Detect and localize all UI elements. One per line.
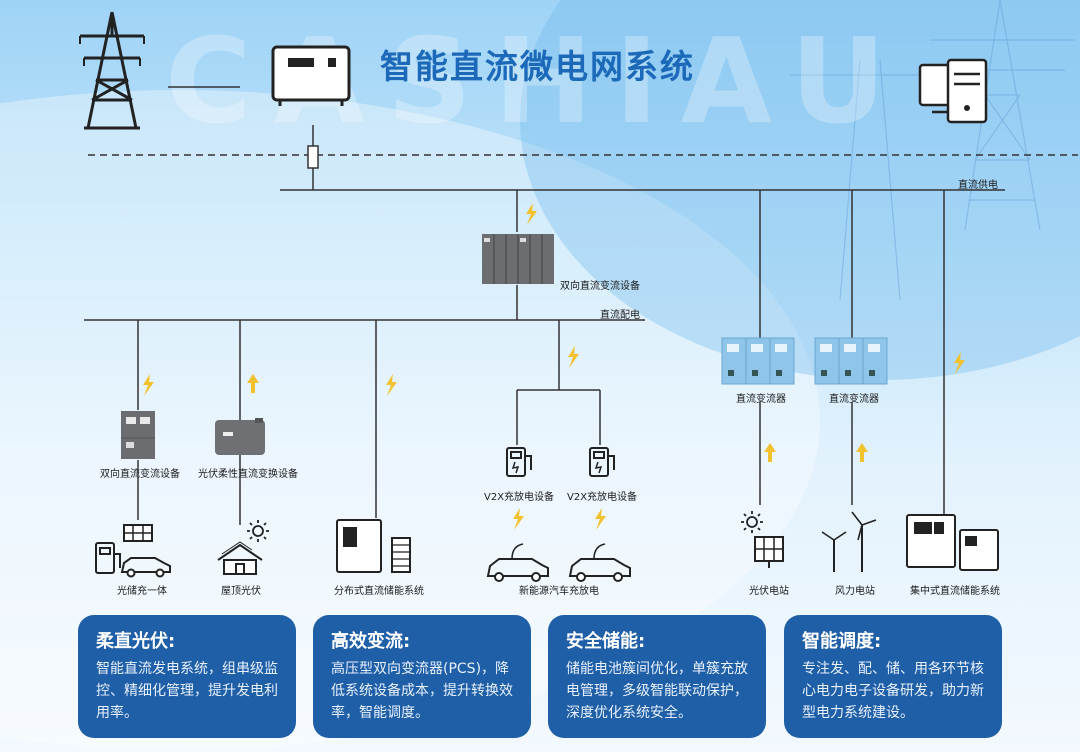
card-body: 高压型双向变流器(PCS)，降低系统设备成本，提升转换效率，智能调度。 — [331, 661, 513, 721]
lightning-bolt-icon — [568, 346, 579, 368]
card-body: 专注发、配、储、用各环节核心电力电子设备研发，助力新型电力系统建设。 — [802, 661, 984, 721]
lightning-bolt-icon — [513, 508, 524, 530]
ev-car-icon — [120, 557, 171, 578]
v2x-charger-label: V2X充放电设备 — [484, 492, 555, 503]
main-converter-label: 双向直流变流设备 — [560, 281, 640, 292]
battery-cabinet-icon — [336, 519, 411, 573]
v2x-charger-label: V2X充放电设备 — [567, 492, 638, 503]
charger-icon — [506, 447, 532, 477]
endpoint-label: 光伏电站 — [749, 586, 789, 597]
ev-car-icon — [568, 543, 631, 582]
sun-icon — [741, 511, 763, 533]
house-icon — [217, 541, 263, 575]
dc-converter-cabinet-icon — [721, 337, 795, 385]
arrow-up-icon — [764, 443, 776, 462]
dc-converter-label: 直流变流器 — [736, 394, 786, 405]
card-title: 安全储能: — [566, 631, 646, 652]
lightning-bolt-icon — [526, 203, 537, 225]
card-body: 储能电池簇间优化，单簇充放电管理，多级智能联动保护，深度优化系统安全。 — [566, 661, 748, 721]
endpoint-label: 光储充一体 — [117, 586, 167, 597]
endpoint-label: 新能源汽车充放电 — [519, 586, 599, 597]
feature-card-dispatch: 智能调度: 专注发、配、储、用各环节核心电力电子设备研发，助力新型电力系统建设。 — [784, 615, 1002, 738]
computer-server-icon — [918, 58, 988, 124]
solar-panel-icon — [754, 536, 784, 568]
wind-turbine-icon — [821, 511, 877, 572]
dc-supply-bus-label: 直流供电 — [958, 180, 998, 191]
card-title: 智能调度: — [802, 631, 882, 652]
transformer-icon — [271, 45, 351, 106]
endpoint-label: 屋顶光伏 — [221, 586, 261, 597]
card-body: 智能直流发电系统，组串级监控、精细化管理，提升发电利用率。 — [96, 661, 278, 721]
page-title: 智能直流微电网系统 — [380, 47, 695, 86]
transmission-tower-icon — [79, 11, 145, 130]
endpoint-label: 风力电站 — [835, 586, 875, 597]
endpoint-label: 集中式直流储能系统 — [910, 586, 1000, 597]
feature-card-storage: 安全储能: 储能电池簇间优化，单簇充放电管理，多级智能联动保护，深度优化系统安全… — [548, 615, 766, 738]
charger-icon — [95, 542, 121, 574]
dc-converter-label: 直流变流器 — [829, 394, 879, 405]
pv-converter-label: 光伏柔性直流变换设备 — [198, 469, 298, 480]
ev-car-icon — [486, 543, 549, 582]
lightning-bolt-icon — [954, 352, 965, 374]
card-title: 高效变流: — [331, 631, 411, 652]
arrow-up-icon — [856, 443, 868, 462]
dc-distribution-bus-label: 直流配电 — [600, 310, 640, 321]
charger-icon — [589, 447, 615, 477]
lightning-bolt-icon — [143, 374, 154, 396]
main-converter-cabinet — [482, 234, 554, 284]
lightning-bolt-icon — [595, 508, 606, 530]
endpoint-label: 分布式直流储能系统 — [334, 586, 424, 597]
feature-card-pv: 柔直光伏: 智能直流发电系统，组串级监控、精细化管理，提升发电利用率。 — [78, 615, 296, 738]
battery-cabinet-icon — [906, 514, 999, 571]
solar-panel-icon — [123, 524, 153, 542]
sun-icon — [247, 520, 269, 542]
dc-converter-cabinet-icon — [814, 337, 888, 385]
card-title: 柔直光伏: — [96, 631, 176, 652]
arrow-up-icon — [247, 374, 259, 393]
left-converter-label: 双向直流变流设备 — [100, 469, 180, 480]
background-tower-icon — [790, 0, 1075, 301]
pv-converter-box — [215, 418, 265, 455]
breaker-icon — [307, 145, 319, 169]
feature-card-conversion: 高效变流: 高压型双向变流器(PCS)，降低系统设备成本，提升转换效率，智能调度… — [313, 615, 531, 738]
left-converter-cabinet — [121, 411, 155, 459]
lightning-bolt-icon — [386, 374, 397, 396]
